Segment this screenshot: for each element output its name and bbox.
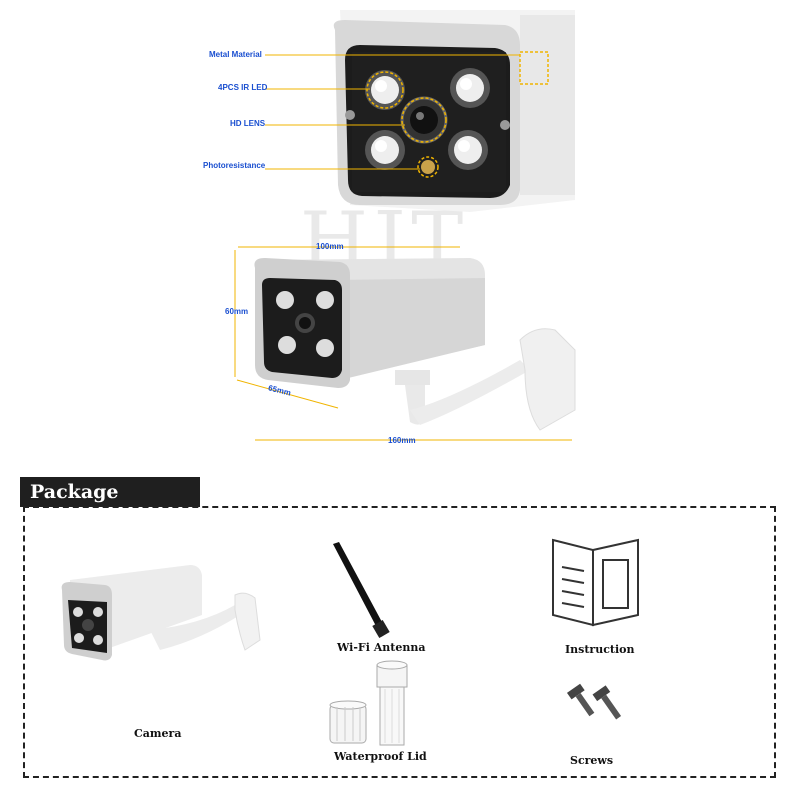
callout-photoresistance: Photoresistance <box>203 161 266 170</box>
dimension-length: 160mm <box>388 436 416 445</box>
callout-ir-led: 4PCS IR LED <box>218 83 268 92</box>
antenna-label: Wi-Fi Antenna <box>337 641 426 654</box>
callout-metal-material: Metal Material <box>209 50 262 59</box>
dimension-height: 60mm <box>225 307 249 316</box>
camera-label: Camera <box>134 727 182 740</box>
camera-dimension-image <box>234 246 576 441</box>
instruction-label: Instruction <box>565 643 635 656</box>
screws-label: Screws <box>570 754 614 767</box>
camera-item-image <box>61 565 261 661</box>
instruction-icon <box>552 538 639 627</box>
callout-hd-lens: HD LENS <box>230 119 266 128</box>
screws-icon <box>566 683 622 720</box>
waterproof-lid-icon <box>329 660 408 746</box>
dimension-width: 100mm <box>316 242 344 251</box>
camera-closeup-image <box>265 10 575 212</box>
antenna-icon <box>333 542 390 639</box>
waterproof-lid-label: Waterproof Lid <box>334 750 427 763</box>
package-box <box>23 506 776 778</box>
package-title: Package Includes <box>20 477 200 533</box>
